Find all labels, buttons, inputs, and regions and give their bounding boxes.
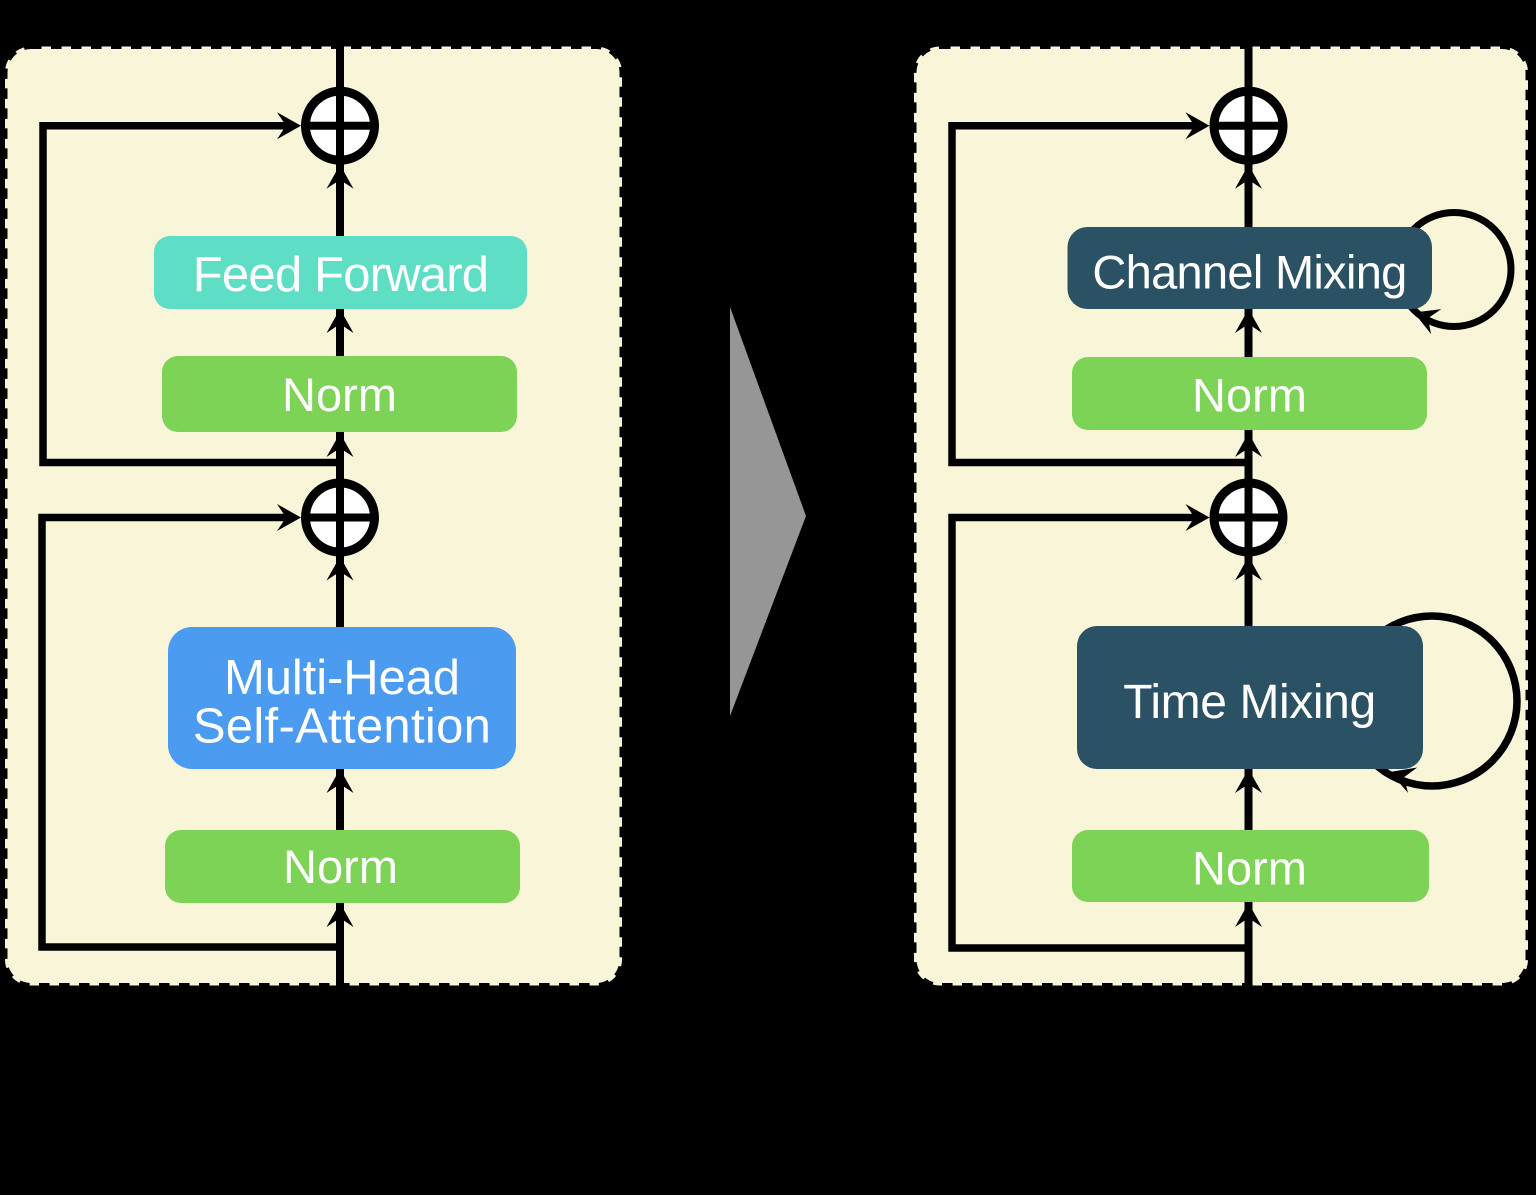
svg-text:Self-Attention: Self-Attention: [193, 699, 491, 753]
svg-text:Multi-Head: Multi-Head: [224, 651, 460, 705]
svg-text:Feed Forward: Feed Forward: [193, 248, 488, 302]
svg-text:Time Mixing: Time Mixing: [1123, 676, 1376, 729]
svg-text:Channel Mixing: Channel Mixing: [1092, 246, 1406, 299]
svg-text:Norm: Norm: [283, 840, 398, 893]
svg-text:Norm: Norm: [282, 368, 397, 421]
svg-text:Norm: Norm: [1192, 368, 1307, 421]
svg-text:Norm: Norm: [1192, 841, 1307, 894]
